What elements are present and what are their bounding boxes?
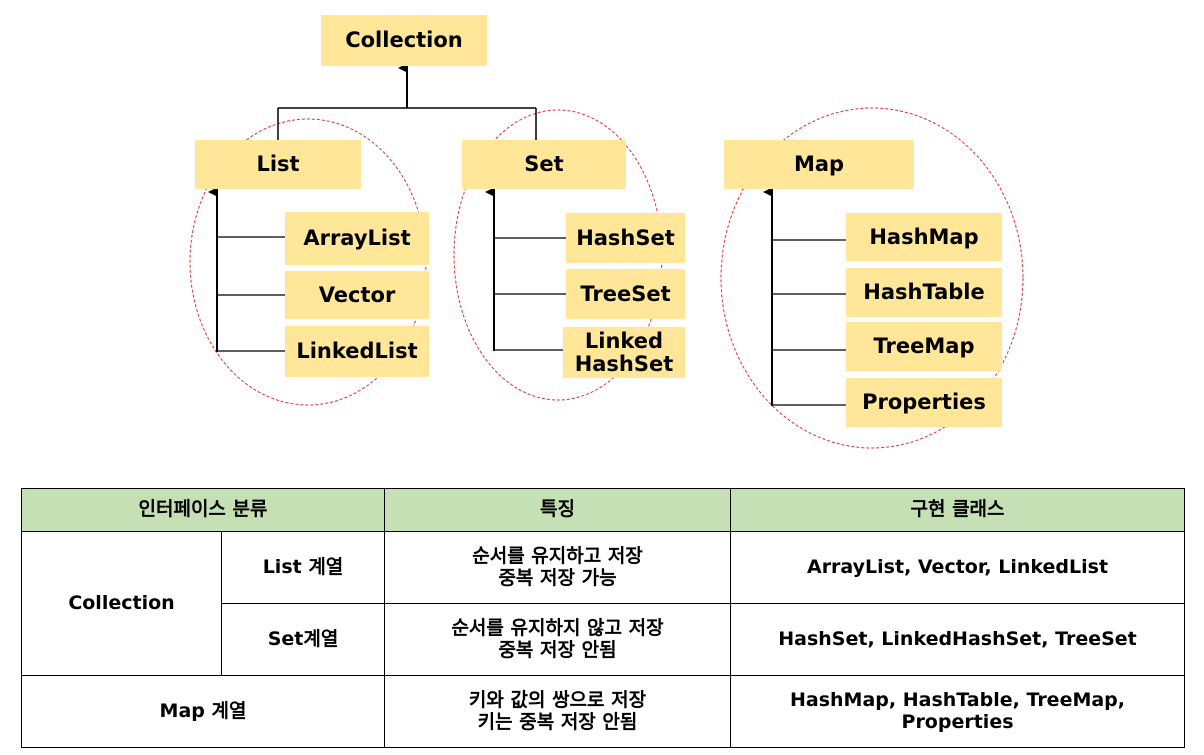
collection-cell: Collection xyxy=(21,531,222,676)
treeset-box: TreeSet xyxy=(566,269,685,319)
linkedhashset-box: Linked HashSet xyxy=(563,327,685,378)
category-cell: List 계열 xyxy=(220,531,386,604)
hashmap-box: HashMap xyxy=(846,213,1002,261)
collection-box: Collection xyxy=(321,15,487,66)
table-row: Map 계열 키와 값의 쌍으로 저장 키는 중복 저장 안됨 HashMap,… xyxy=(20,675,1186,748)
classes-cell: ArrayList, Vector, LinkedList xyxy=(730,531,1186,604)
hashset-box: HashSet xyxy=(566,213,685,263)
map-group-ellipse xyxy=(720,107,1024,449)
table-row: Collection List 계열 순서를 유지하고 저장 중복 저장 가능 … xyxy=(21,531,1186,676)
list-box: List xyxy=(195,140,361,189)
header-feature: 특징 xyxy=(384,488,732,532)
table-row: Set계열 순서를 유지하지 않고 저장 중복 저장 안됨 HashSet, L… xyxy=(22,603,1186,676)
map-box: Map xyxy=(724,140,914,189)
vector-box: Vector xyxy=(285,271,429,319)
summary-table: 인터페이스 분류 특징 구현 클래스 Collection List 계열 순서… xyxy=(20,488,1186,748)
feature-cell: 순서를 유지하지 않고 저장 중복 저장 안됨 xyxy=(384,603,732,676)
header-implementation-class: 구현 클래스 xyxy=(730,488,1186,532)
feature-cell: 키와 값의 쌍으로 저장 키는 중복 저장 안됨 xyxy=(384,675,732,748)
header-interface-category: 인터페이스 분류 xyxy=(20,488,386,532)
hierarchy-diagram xyxy=(189,63,1024,449)
table-header-row: 인터페이스 분류 특징 구현 클래스 xyxy=(20,488,1186,532)
category-cell: Map 계열 xyxy=(20,675,386,748)
feature-cell: 순서를 유지하고 저장 중복 저장 가능 xyxy=(384,531,732,604)
category-cell: Set계열 xyxy=(220,603,386,676)
linkedlist-box: LinkedList xyxy=(285,326,429,377)
hashtable-box: HashTable xyxy=(846,268,1002,317)
treemap-box: TreeMap xyxy=(846,322,1002,371)
classes-cell: HashSet, LinkedHashSet, TreeSet xyxy=(730,603,1186,676)
arraylist-box: ArrayList xyxy=(285,212,429,265)
classes-cell: HashMap, HashTable, TreeMap, Properties xyxy=(730,675,1186,748)
properties-box: Properties xyxy=(846,378,1002,427)
set-box: Set xyxy=(462,140,626,189)
